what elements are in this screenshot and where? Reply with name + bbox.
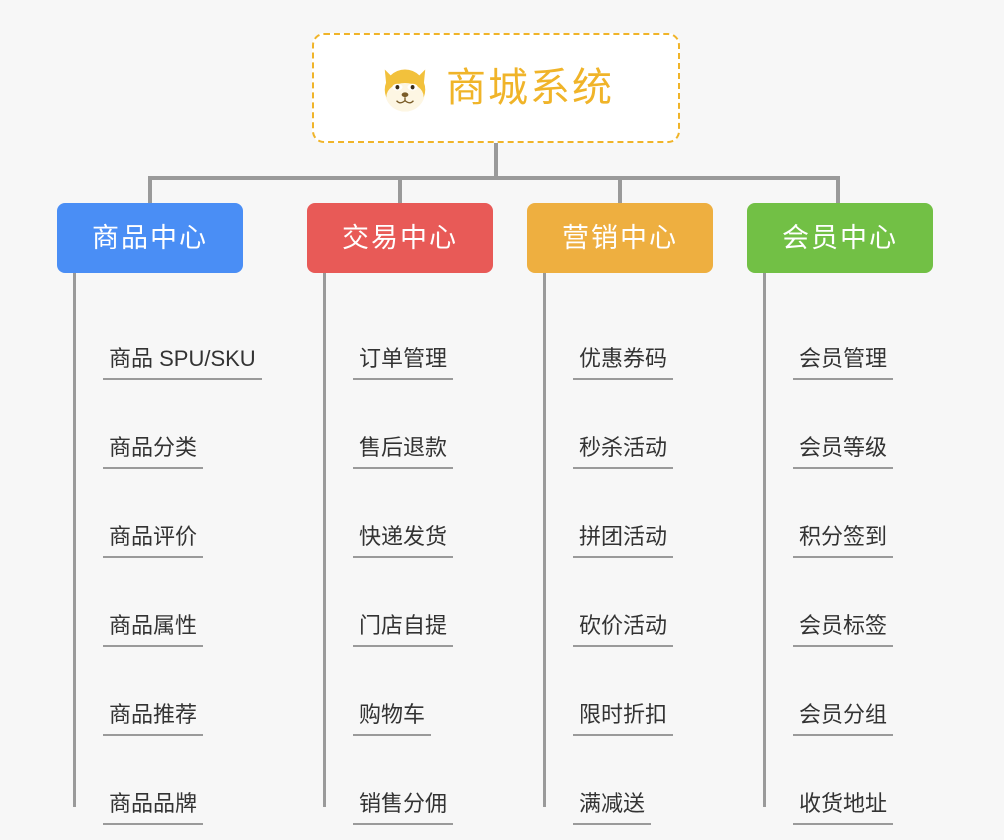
list-item[interactable]: 秒杀活动 [543, 380, 713, 469]
category-box-2[interactable]: 营销中心 [527, 203, 713, 273]
leaf-label: 秒杀活动 [573, 434, 674, 469]
branch-column-3: 会员中心 会员管理 会员等级 积分签到 会员标签 会员分组 收货地址 [747, 203, 933, 825]
leaf-label: 商品推荐 [103, 701, 204, 736]
leaf-label: 拼团活动 [573, 523, 674, 558]
list-item[interactable]: 会员管理 [763, 291, 933, 380]
leaf-list-3: 会员管理 会员等级 积分签到 会员标签 会员分组 收货地址 [747, 273, 933, 825]
leaf-label: 收货地址 [793, 790, 894, 825]
category-label-0: 商品中心 [92, 222, 208, 253]
list-item[interactable]: 售后退款 [323, 380, 493, 469]
list-item[interactable]: 会员等级 [763, 380, 933, 469]
leaf-list-1: 订单管理 售后退款 快递发货 门店自提 购物车 销售分佣 [307, 273, 493, 825]
list-item[interactable]: 会员标签 [763, 558, 933, 647]
leaf-list-0: 商品 SPU/SKU 商品分类 商品评价 商品属性 商品推荐 商品品牌 [57, 273, 262, 825]
leaf-label: 商品分类 [103, 434, 204, 469]
list-item[interactable]: 商品推荐 [73, 647, 243, 736]
list-item[interactable]: 拼团活动 [543, 469, 713, 558]
leaf-label: 积分签到 [793, 523, 894, 558]
list-item[interactable]: 门店自提 [323, 558, 493, 647]
root-title: 商城系统 [446, 66, 614, 110]
list-item[interactable]: 砍价活动 [543, 558, 713, 647]
category-box-0[interactable]: 商品中心 [57, 203, 243, 273]
list-item[interactable]: 积分签到 [763, 469, 933, 558]
category-label-2: 营销中心 [562, 222, 678, 253]
list-item[interactable]: 满减送 [543, 736, 713, 825]
list-item[interactable]: 销售分佣 [323, 736, 493, 825]
leaf-list-2: 优惠券码 秒杀活动 拼团活动 砍价活动 限时折扣 满减送 [527, 273, 713, 825]
list-item[interactable]: 商品分类 [73, 380, 243, 469]
dog-face-icon [384, 69, 426, 112]
leaf-label: 商品属性 [103, 612, 204, 647]
leaf-label: 购物车 [353, 701, 432, 736]
leaf-label: 会员等级 [793, 434, 894, 469]
list-item[interactable]: 快递发货 [323, 469, 493, 558]
leaf-label: 售后退款 [353, 434, 454, 469]
leaf-label: 商品品牌 [103, 790, 204, 825]
list-item[interactable]: 购物车 [323, 647, 493, 736]
root-node[interactable]: 商城系统 [312, 33, 680, 143]
leaf-label: 订单管理 [353, 345, 454, 380]
list-item[interactable]: 限时折扣 [543, 647, 713, 736]
leaf-label: 快递发货 [353, 523, 454, 558]
leaf-label: 满减送 [573, 790, 652, 825]
list-item[interactable]: 订单管理 [323, 291, 493, 380]
list-item[interactable]: 优惠券码 [543, 291, 713, 380]
leaf-label: 会员分组 [793, 701, 894, 736]
list-item[interactable]: 商品属性 [73, 558, 243, 647]
leaf-label: 门店自提 [353, 612, 454, 647]
branch-column-0: 商品中心 商品 SPU/SKU 商品分类 商品评价 商品属性 商品推荐 商品品牌 [57, 203, 262, 825]
category-label-3: 会员中心 [782, 222, 898, 253]
list-item[interactable]: 商品品牌 [73, 736, 243, 825]
list-item[interactable]: 收货地址 [763, 736, 933, 825]
leaf-label: 商品评价 [103, 523, 204, 558]
leaf-label: 限时折扣 [573, 701, 674, 736]
leaf-label: 销售分佣 [353, 790, 454, 825]
leaf-label: 砍价活动 [573, 612, 674, 647]
list-item[interactable]: 会员分组 [763, 647, 933, 736]
branch-column-2: 营销中心 优惠券码 秒杀活动 拼团活动 砍价活动 限时折扣 满减送 [527, 203, 713, 825]
leaf-label: 会员管理 [793, 345, 894, 380]
branch-column-1: 交易中心 订单管理 售后退款 快递发货 门店自提 购物车 销售分佣 [307, 203, 493, 825]
leaf-label: 优惠券码 [573, 345, 674, 380]
category-label-1: 交易中心 [342, 222, 458, 253]
list-item[interactable]: 商品评价 [73, 469, 243, 558]
category-box-3[interactable]: 会员中心 [747, 203, 933, 273]
leaf-label: 商品 SPU/SKU [103, 345, 262, 380]
leaf-label: 会员标签 [793, 612, 894, 647]
list-item[interactable]: 商品 SPU/SKU [73, 291, 262, 380]
category-box-1[interactable]: 交易中心 [307, 203, 493, 273]
